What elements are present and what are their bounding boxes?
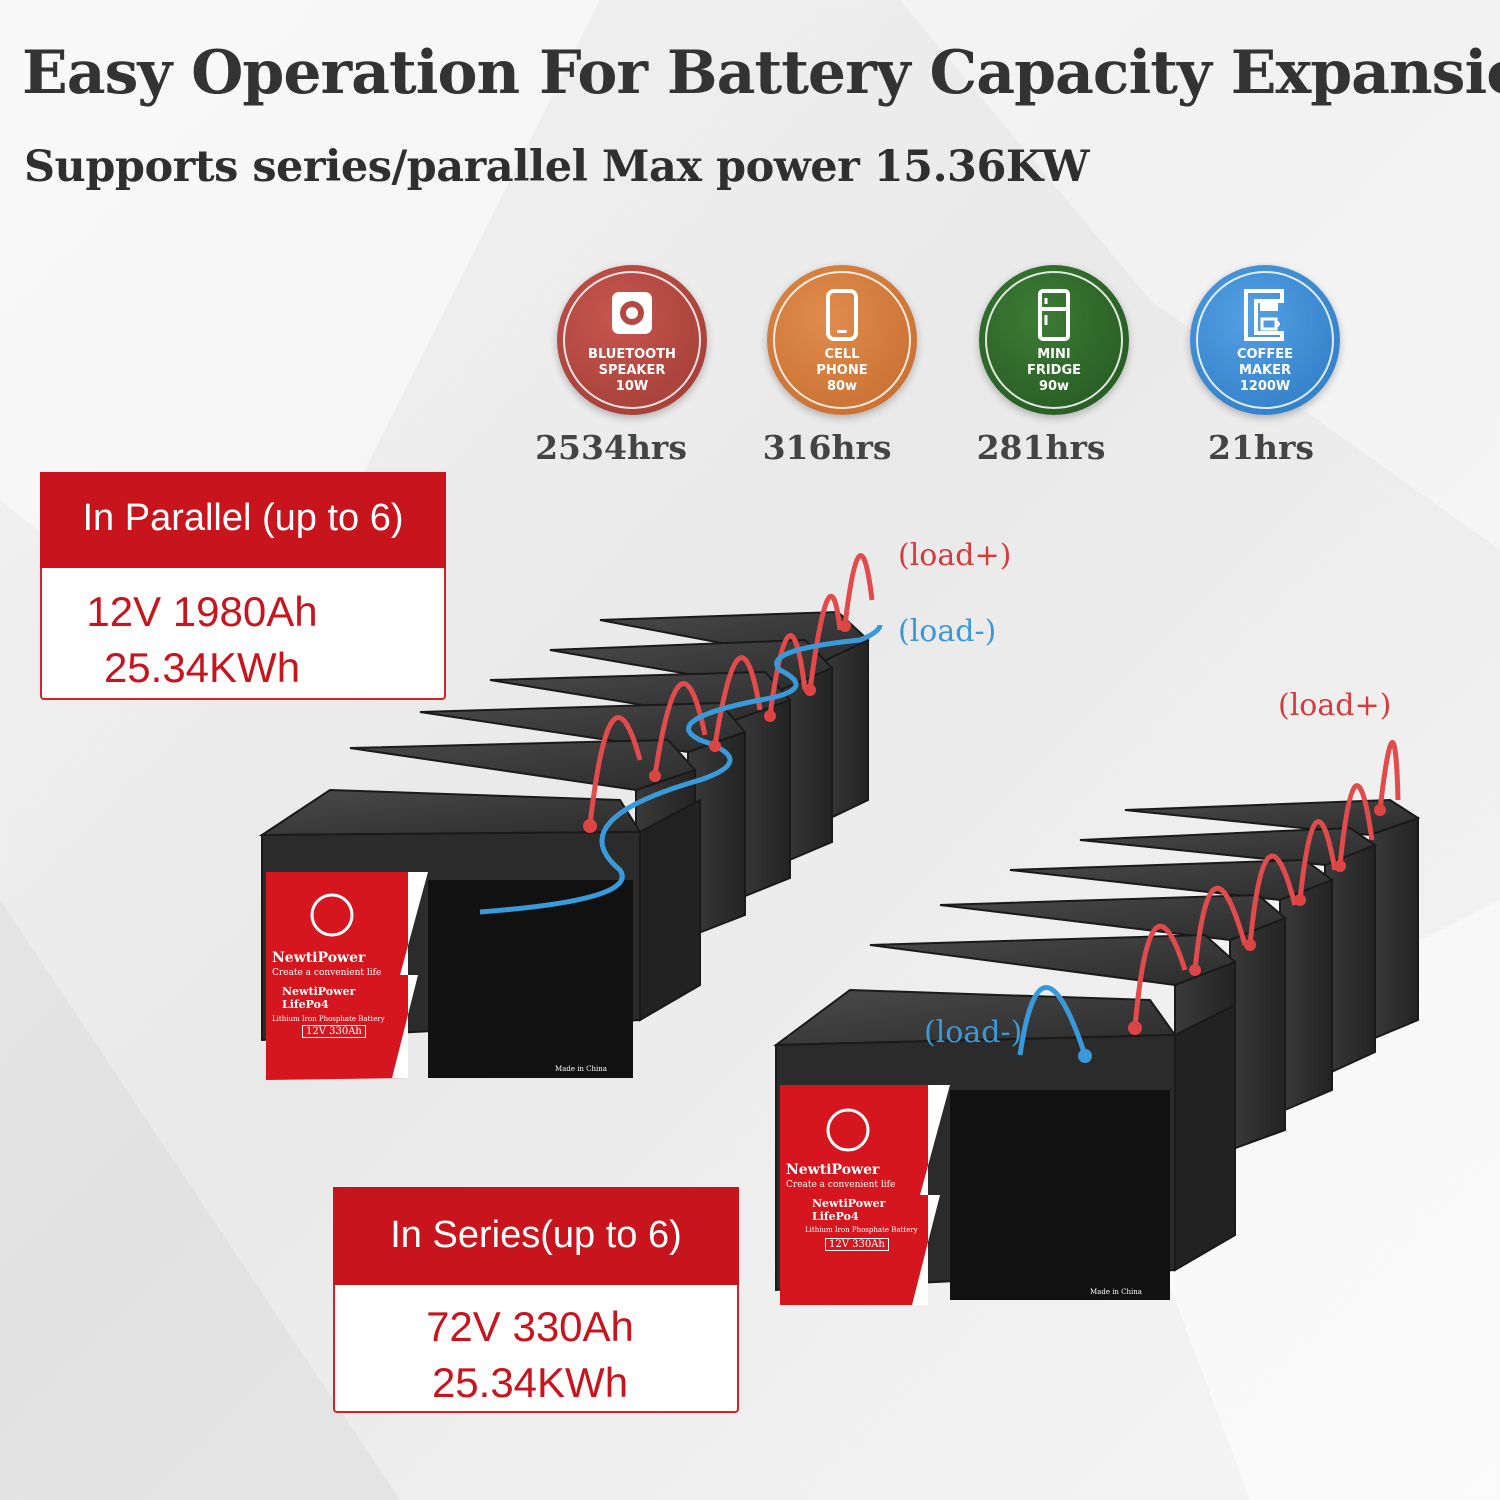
parallel-battery-bank [258, 553, 883, 1080]
runtime-bluetooth-speaker: 2534hrs [535, 428, 687, 467]
badge-cell-phone: CELL PHONE 80w [767, 265, 917, 415]
battery-type: Lithium Iron Phosphate Battery [272, 1015, 385, 1023]
parallel-load-positive-label: (load+) [898, 538, 1012, 573]
battery-type: Lithium Iron Phosphate Battery [805, 1226, 918, 1234]
battery-brand: NewtiPower [786, 1162, 880, 1178]
speaker-icon [612, 292, 652, 334]
badge-label: CELL PHONE 80w [816, 347, 868, 394]
series-heading: In Series(up to 6) [333, 1187, 739, 1285]
series-load-negative-label: (load-) [924, 1015, 1023, 1050]
badge-mini-fridge: MINI FRIDGE 90w [979, 265, 1129, 415]
parallel-heading: In Parallel (up to 6) [40, 472, 446, 568]
badge-label: MINI FRIDGE 90w [1026, 347, 1082, 394]
series-load-positive-label: (load+) [1278, 688, 1392, 723]
runtime-mini-fridge: 281hrs [976, 428, 1106, 467]
parallel-load-negative-label: (load-) [898, 614, 997, 649]
parallel-config-box: In Parallel (up to 6) 12V 1980Ah 25.34KW… [40, 472, 446, 700]
battery-tagline: Create a convenient life [272, 968, 382, 978]
badge-bluetooth-speaker: BLUETOOTH SPEAKER 10W [557, 265, 707, 415]
series-battery-bank [772, 740, 1421, 1305]
series-energy: 25.34KWh [431, 1359, 629, 1406]
battery-rating: 12V 330Ah [825, 1238, 889, 1251]
phone-icon [826, 289, 858, 341]
parallel-energy: 25.34KWh [103, 644, 301, 691]
parallel-voltage-capacity: 12V 1980Ah [86, 588, 318, 635]
battery-model: NewtiPower LifePo4 [812, 1197, 886, 1223]
runtime-cell-phone: 316hrs [762, 428, 892, 467]
battery-model: NewtiPower LifePo4 [282, 985, 356, 1011]
coffee-maker-icon [1244, 289, 1284, 341]
badge-label: BLUETOOTH SPEAKER 10W [588, 347, 676, 394]
page-title: Easy Operation For Battery Capacity Expa… [22, 38, 1500, 108]
battery-rating: 12V 330Ah [302, 1025, 366, 1038]
series-voltage-capacity: 72V 330Ah [426, 1303, 634, 1350]
page-subtitle: Supports series/parallel Max power 15.36… [24, 142, 1090, 192]
series-config-box: In Series(up to 6) 72V 330Ah 25.34KWh [333, 1187, 739, 1413]
battery-origin: Made in China [555, 1065, 607, 1073]
battery-brand: NewtiPower [272, 950, 366, 966]
battery-tagline: Create a convenient life [786, 1180, 896, 1190]
badge-label: COFFEE MAKER 1200W [1236, 347, 1294, 394]
battery-origin: Made in China [1090, 1288, 1142, 1296]
runtime-coffee-maker: 21hrs [1208, 428, 1314, 467]
badge-coffee-maker: COFFEE MAKER 1200W [1190, 265, 1340, 415]
fridge-icon [1038, 289, 1070, 341]
